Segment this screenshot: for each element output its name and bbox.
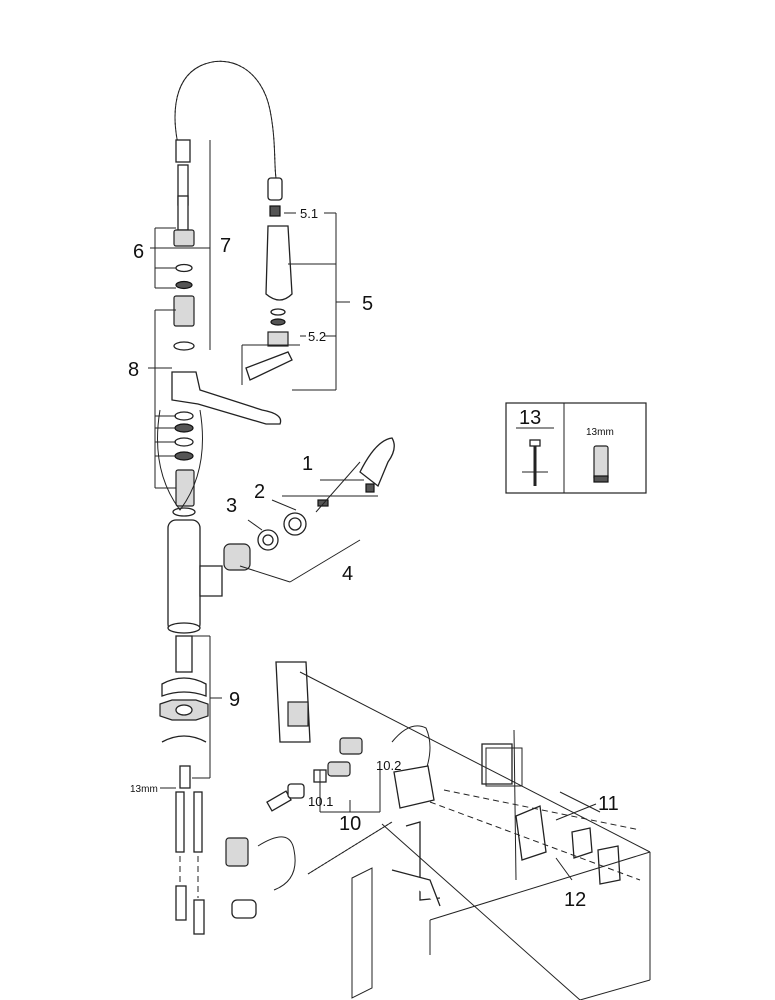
callout-3: 3 xyxy=(226,495,237,517)
cartridge-parts xyxy=(223,437,395,583)
tool-inset-box xyxy=(505,402,647,494)
spout xyxy=(157,371,282,517)
callout-4: 4 xyxy=(342,563,353,585)
callout-5-2: 5.2 xyxy=(308,329,326,344)
mounting-parts xyxy=(159,635,209,935)
callout-13: 13 xyxy=(519,407,541,429)
callout-5-1: 5.1 xyxy=(300,206,318,221)
cabinet-outline xyxy=(299,671,651,1000)
callout-7: 7 xyxy=(220,235,231,257)
callout-6: 6 xyxy=(133,241,144,263)
callout-10-2: 10.2 xyxy=(376,758,401,773)
tool-size-label-box: 13mm xyxy=(586,427,614,438)
callout-10-1: 10.1 xyxy=(308,794,333,809)
callout-1: 1 xyxy=(302,453,313,475)
leader-lines xyxy=(148,140,597,881)
callout-12: 12 xyxy=(564,889,586,911)
callout-8: 8 xyxy=(128,359,139,381)
hose-and-valve xyxy=(225,783,393,919)
part-6-assembly xyxy=(173,164,195,351)
faucet-body xyxy=(167,519,223,634)
callout-9: 9 xyxy=(229,689,240,711)
handshower xyxy=(245,205,293,381)
callout-10: 10 xyxy=(339,813,361,835)
callout-5: 5 xyxy=(362,293,373,315)
tool-size-label-left: 13mm xyxy=(130,784,158,795)
electronic-box xyxy=(275,661,441,907)
spring-hose xyxy=(174,60,283,201)
callout-2: 2 xyxy=(254,481,265,503)
callout-11: 11 xyxy=(598,793,619,815)
